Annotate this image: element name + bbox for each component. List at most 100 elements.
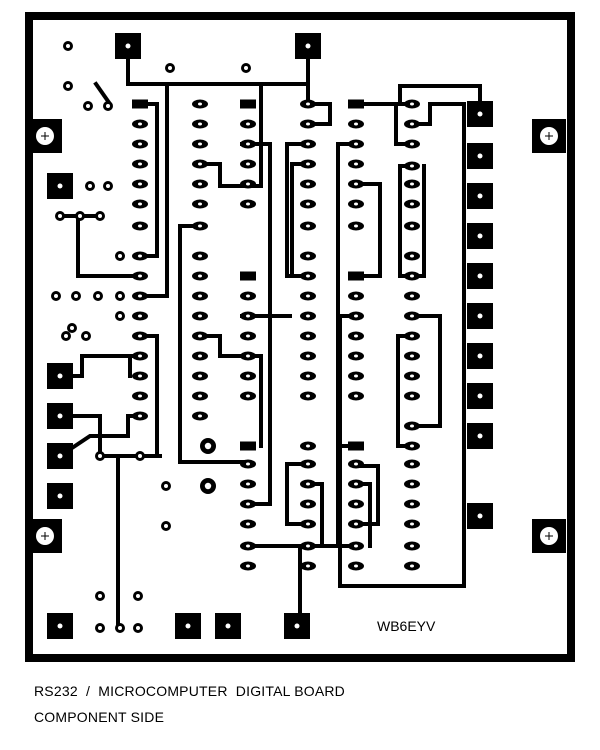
ic-pad-hole <box>306 334 310 338</box>
ic-pad-hole <box>246 182 250 186</box>
ic-pad-hole <box>306 564 310 568</box>
ic-pad-hole <box>246 294 250 298</box>
ic-pad-hole <box>354 122 358 126</box>
via-hole <box>54 294 58 298</box>
via-hole <box>164 524 168 528</box>
via-hole <box>74 294 78 298</box>
ic-pad-hole <box>198 394 202 398</box>
ic-pad-hole <box>198 142 202 146</box>
via-hole <box>98 594 102 598</box>
ic-pad-hole <box>410 142 414 146</box>
ic-pad-hole <box>410 394 414 398</box>
square-pad-hole <box>477 233 483 239</box>
ic-pad-hole <box>138 314 142 318</box>
ic-pad-hole <box>198 162 202 166</box>
square-pad-hole <box>185 623 191 629</box>
ic-pad-hole <box>354 502 358 506</box>
via-hole <box>98 626 102 630</box>
ic-pad-hole <box>246 162 250 166</box>
traces <box>57 45 482 632</box>
ic-pad-hole <box>410 444 414 448</box>
ic-pad-hole <box>138 394 142 398</box>
square-pad-hole <box>294 623 300 629</box>
ic-pad-hole <box>306 354 310 358</box>
ic-pad-hole <box>246 354 250 358</box>
ic-pin1-pad <box>348 441 364 451</box>
trace <box>93 81 113 107</box>
ic-pad-hole <box>198 274 202 278</box>
ic-pad-hole <box>354 334 358 338</box>
trace <box>126 45 310 86</box>
square-pad-hole <box>477 393 483 399</box>
ic-pad-hole <box>246 374 250 378</box>
ic-pad-hole <box>306 462 310 466</box>
ic-pad-hole <box>410 544 414 548</box>
ic-pad-hole <box>410 164 414 168</box>
ic-pad-hole <box>306 502 310 506</box>
ic-pad-hole <box>246 544 250 548</box>
ic-pad-hole <box>246 314 250 318</box>
ic-pad-hole <box>410 502 414 506</box>
square-pad-hole <box>305 43 311 49</box>
ic-pad-hole <box>410 274 414 278</box>
trace <box>410 314 442 428</box>
trace <box>354 464 380 526</box>
ic-pad-hole <box>410 294 414 298</box>
ic-pin1-pad <box>240 99 256 109</box>
via-hole <box>118 626 122 630</box>
ic-pad-hole <box>306 444 310 448</box>
via-hole <box>136 626 140 630</box>
via-hole <box>168 66 172 70</box>
square-pad-hole <box>57 413 63 419</box>
square-pad-hole <box>477 273 483 279</box>
ic-pad-hole <box>246 122 250 126</box>
ic-pad-hole <box>354 482 358 486</box>
board-label: WB6EYV <box>377 618 436 634</box>
ic-pad-hole <box>410 122 414 126</box>
trace <box>138 82 169 298</box>
ic-pin1-pad <box>240 271 256 281</box>
ic-pad-hole <box>410 354 414 358</box>
ic-pad-hole <box>410 522 414 526</box>
ic-pad-hole <box>138 202 142 206</box>
ic-pad-hole <box>246 522 250 526</box>
ic-pad-hole <box>306 294 310 298</box>
ic-pad-hole <box>354 354 358 358</box>
via-hole <box>70 326 74 330</box>
via-hole <box>138 454 142 458</box>
ic-pad-hole <box>354 314 358 318</box>
ic-pad-hole <box>198 374 202 378</box>
ic-pad-hole <box>306 544 310 548</box>
ic-pad-hole <box>306 224 310 228</box>
ic-pin1-pad <box>348 271 364 281</box>
ic-pad-hole <box>138 334 142 338</box>
ic-pad-hole <box>198 224 202 228</box>
ic-pad-hole <box>410 334 414 338</box>
ic-pad-hole <box>138 122 142 126</box>
via-hole <box>118 294 122 298</box>
ic-pad-hole <box>306 122 310 126</box>
trace <box>178 224 248 464</box>
square-pad-hole <box>477 193 483 199</box>
via-hole <box>136 594 140 598</box>
via-hole <box>84 334 88 338</box>
ic-pad-hole <box>306 202 310 206</box>
ic-pad-hole <box>198 102 202 106</box>
ic-pad-hole <box>246 334 250 338</box>
ic-pad-hole <box>354 564 358 568</box>
via-hole <box>106 104 110 108</box>
via-hole <box>96 294 100 298</box>
ic-pad-hole <box>306 102 310 106</box>
ic-pad-hole <box>306 274 310 278</box>
trace <box>285 142 310 278</box>
square-pad-hole <box>477 111 483 117</box>
via-hole <box>66 44 70 48</box>
trace <box>76 214 134 278</box>
ic-pad-hole <box>246 482 250 486</box>
ic-pad-hole <box>354 142 358 146</box>
square-pad-hole <box>57 183 63 189</box>
ic-pad-hole <box>138 414 142 418</box>
square-pad-hole <box>125 43 131 49</box>
ic-pad-hole <box>354 394 358 398</box>
ic-pad-hole <box>354 202 358 206</box>
